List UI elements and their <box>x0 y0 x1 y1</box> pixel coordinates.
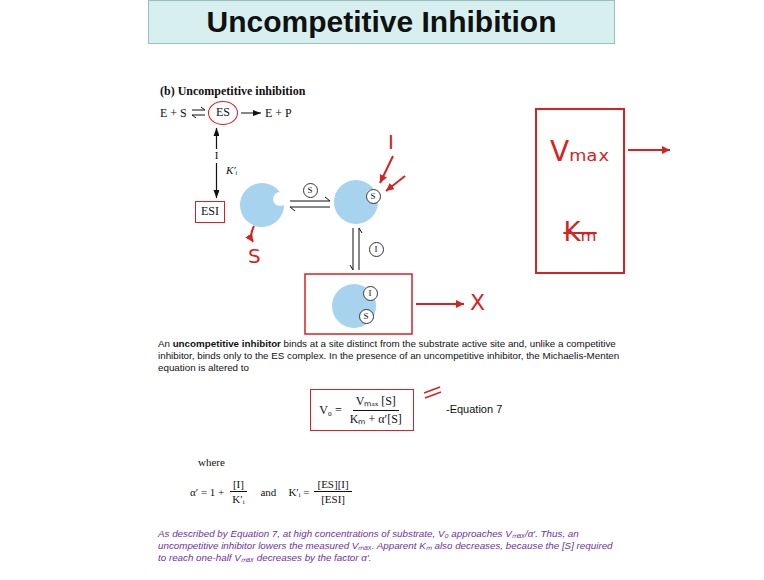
equation-term: and <box>260 486 276 498</box>
annotation-arrow <box>380 156 393 183</box>
reaction-arrow <box>241 113 261 114</box>
handwritten-note: S <box>248 244 261 268</box>
annotation-arrow <box>251 226 254 242</box>
fraction-denominator: Kₘ + α′[S] <box>347 411 405 426</box>
node-text: I <box>375 245 378 254</box>
summary-text: As described by Equation 7, at high conc… <box>158 528 620 564</box>
fraction: Vₘₐₓ [S]Kₘ + α′[S] <box>347 394 405 426</box>
equilibrium-arrow <box>216 128 217 198</box>
equation-term: K′ᵢ = <box>288 486 309 498</box>
node-text: Vₘₐₓ <box>550 135 610 168</box>
complex-box: ESI <box>195 201 225 223</box>
equation-box: V₀ = Vₘₐₓ [S]Kₘ + α′[S] <box>310 389 414 431</box>
active-site-pocket <box>363 286 377 300</box>
equilibrium-harpoon <box>192 107 205 110</box>
annotation-mark <box>424 387 440 393</box>
equilibrium-harpoon <box>290 197 330 201</box>
fraction-numerator: [ES][I] <box>314 478 351 492</box>
annotation-arrow <box>386 176 405 191</box>
fraction-denominator: K′ᵢ <box>229 492 247 505</box>
body-text-bold: uncompetitive inhibitor <box>173 338 281 349</box>
node-text: Kₘ <box>563 217 596 247</box>
highlight-box <box>305 274 412 334</box>
complex-circle: ES <box>208 101 238 125</box>
reaction-term: E + P <box>265 106 292 120</box>
active-site-pocket <box>366 189 380 203</box>
equation-number: -Equation 7 <box>446 403 502 415</box>
annotation-box: VₘₐₓKₘ <box>535 108 625 274</box>
handwritten-note: X <box>470 290 485 315</box>
fraction-denominator: [ESI] <box>318 492 348 505</box>
equation-term: V₀ = <box>319 403 342 417</box>
inhibitor-circle: I <box>369 242 384 257</box>
equilibrium-harpoon <box>350 228 353 270</box>
node-text: ES <box>216 106 230 120</box>
handwritten-note: I <box>388 130 394 154</box>
fraction-numerator: Vₘₐₓ [S] <box>353 394 399 410</box>
equation-row: α′ = 1 + [I]K′ᵢ and K′ᵢ = [ES][I][ESI] <box>190 478 357 505</box>
paragraph: Anuncompetitive inhibitorbinds at a site… <box>158 338 620 374</box>
substrate-circle: S <box>303 183 318 198</box>
title-banner: Uncompetitive Inhibition <box>148 0 615 44</box>
node-text: ESI <box>201 204 219 218</box>
equilibrium-harpoon <box>359 228 362 270</box>
substrate-circle: S <box>359 309 374 324</box>
body-text: An <box>158 338 170 349</box>
node-text: S <box>307 186 312 195</box>
annotation-arrow <box>628 149 670 151</box>
fraction: [I]K′ᵢ <box>229 478 247 505</box>
figure-heading: (b) Uncompetitive inhibition <box>160 84 305 99</box>
annotation-mark <box>425 392 441 398</box>
equilibrium-harpoon <box>192 115 205 118</box>
substrate-circle: S <box>366 189 381 204</box>
enzyme-shape <box>332 284 376 328</box>
edge-label: I <box>213 149 221 162</box>
equation-term: α′ = 1 + <box>190 486 224 498</box>
active-site-pocket <box>273 192 287 206</box>
node-text: S <box>370 192 375 201</box>
fraction: [ES][I][ESI] <box>314 478 351 505</box>
inhibitor-circle: I <box>363 286 378 301</box>
slide-title: Uncompetitive Inhibition <box>207 5 557 39</box>
equilibrium-harpoon <box>290 207 330 211</box>
node-text: I <box>369 289 372 298</box>
node-text: S <box>363 312 368 321</box>
fraction-numerator: [I] <box>230 478 247 492</box>
body-text: where <box>198 456 225 468</box>
reaction-term: E + S <box>160 106 187 120</box>
constant-label: K′ᵢ <box>226 164 237 176</box>
annotation-arrow <box>416 303 464 305</box>
